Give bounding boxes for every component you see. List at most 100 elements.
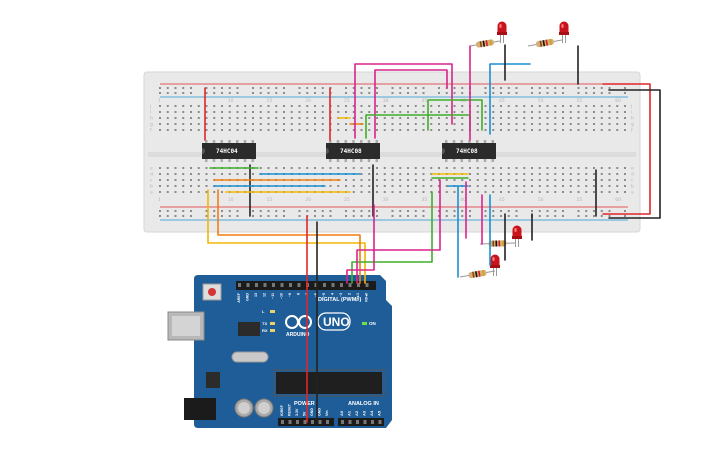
terminal-hole: [492, 123, 495, 125]
terminal-hole: [244, 123, 247, 125]
terminal-hole: [174, 123, 177, 125]
terminal-hole: [360, 167, 363, 169]
rail-hole: [399, 210, 402, 212]
terminal-hole: [252, 173, 254, 175]
terminal-hole: [461, 167, 464, 169]
terminal-hole: [197, 129, 200, 131]
terminal-hole: [244, 105, 247, 107]
digital-pin-label: ~6: [314, 293, 318, 297]
terminal-hole: [624, 117, 626, 119]
terminal-hole: [399, 117, 402, 119]
ic-pin: [375, 140, 378, 143]
terminal-hole: [205, 191, 208, 193]
terminal-hole: [376, 117, 378, 119]
column-number: 60: [615, 197, 621, 203]
terminal-hole: [345, 129, 347, 131]
terminal-hole: [159, 129, 161, 131]
terminal-hole: [469, 179, 471, 181]
rail-hole: [190, 92, 192, 94]
terminal-hole: [376, 129, 378, 131]
terminal-hole: [190, 167, 192, 169]
microcontroller-socket: [273, 369, 385, 397]
terminal-hole: [569, 185, 572, 187]
microcontroller: [276, 372, 382, 394]
terminal-hole: [190, 111, 192, 113]
breadboard-labels: 1110101515202025253030353540404545505055…: [149, 98, 634, 203]
terminal-hole: [213, 123, 216, 125]
terminal-hole: [500, 179, 502, 181]
terminal-hole: [383, 167, 386, 169]
rail-hole: [376, 210, 378, 212]
terminal-hole: [523, 111, 526, 113]
arduino-pins: [238, 283, 382, 424]
terminal-hole: [391, 105, 394, 107]
rail-hole: [321, 87, 324, 89]
rail-hole: [314, 92, 316, 94]
rail-hole: [228, 215, 231, 217]
row-letter: a: [150, 191, 153, 196]
header-pin: [288, 420, 292, 424]
rail-hole: [166, 87, 169, 89]
terminal-hole: [391, 191, 394, 193]
terminal-hole: [252, 111, 254, 113]
ic-pin: [360, 140, 363, 143]
terminal-hole: [577, 123, 580, 125]
wire: [427, 99, 483, 131]
terminal-hole: [546, 123, 549, 125]
terminal-hole: [213, 191, 216, 193]
rail-hole: [166, 210, 169, 212]
terminal-hole: [414, 105, 417, 107]
terminal-hole: [376, 123, 378, 125]
ic-pin: [220, 159, 223, 162]
terminal-hole: [453, 123, 456, 125]
rail-hole: [352, 87, 355, 89]
terminal-hole: [321, 167, 324, 169]
header-pin: [238, 283, 241, 287]
column-number: 35: [422, 197, 428, 203]
terminal-hole: [174, 129, 177, 131]
terminal-hole: [546, 111, 549, 113]
digital-pin-label: RX◂0: [365, 293, 369, 302]
rail-hole: [422, 210, 425, 212]
wire: [207, 189, 366, 284]
terminal-hole: [298, 117, 301, 119]
terminal-hole: [492, 185, 495, 187]
terminal-hole: [399, 123, 402, 125]
terminal-hole: [337, 105, 340, 107]
row-letter: b: [631, 184, 634, 190]
terminal-hole: [484, 117, 487, 119]
resistor-band: [542, 40, 546, 47]
uno-model-text: UNO: [323, 315, 350, 329]
ic-pin: [329, 159, 332, 162]
terminal-hole: [205, 111, 208, 113]
rail-hole: [190, 215, 192, 217]
terminal-hole: [593, 185, 595, 187]
rail-hole: [515, 87, 518, 89]
terminal-hole: [407, 185, 409, 187]
terminal-hole: [182, 179, 185, 181]
header-pin: [296, 420, 299, 424]
rail-hole: [159, 210, 161, 212]
rail-hole: [345, 92, 347, 94]
ic-pin: [491, 159, 494, 162]
column-number: 30: [383, 197, 389, 203]
terminal-hole: [306, 117, 309, 119]
terminal-hole: [228, 117, 231, 119]
terminal-hole: [360, 111, 363, 113]
terminal-hole: [476, 179, 479, 181]
terminal-hole: [445, 129, 448, 131]
terminal-hole: [399, 179, 402, 181]
rail-hole: [407, 210, 409, 212]
power-header-label: POWER: [294, 401, 315, 407]
terminal-hole: [228, 111, 231, 113]
digital-pin-label: 12: [263, 293, 267, 297]
terminal-hole: [523, 117, 526, 119]
rail-hole: [399, 215, 402, 217]
terminal-hole: [585, 191, 588, 193]
ic-pin: [228, 140, 231, 143]
terminal-hole: [538, 129, 541, 131]
terminal-hole: [492, 167, 495, 169]
terminal-hole: [515, 167, 518, 169]
rail-hole: [259, 92, 262, 94]
terminal-hole: [174, 191, 177, 193]
